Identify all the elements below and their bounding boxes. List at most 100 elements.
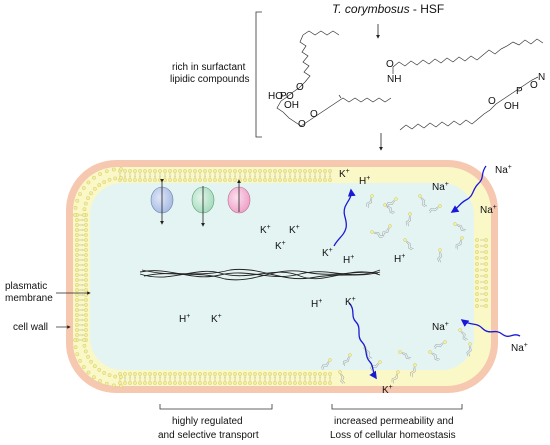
lipid-head — [323, 381, 327, 385]
lipid-head — [75, 288, 79, 292]
lipid-head — [484, 280, 488, 284]
lipid-head — [83, 349, 88, 354]
lipid-head — [475, 256, 479, 260]
displaced-lipid — [338, 370, 346, 384]
left-caption-line2: and selective transport — [158, 430, 259, 441]
lipid-head — [84, 233, 88, 237]
lipid-head — [75, 228, 79, 232]
lipid-head — [97, 183, 102, 187]
lipid-head — [84, 308, 88, 312]
disrupted-membrane-lipids — [321, 194, 472, 384]
lipid-head — [293, 169, 297, 173]
lipid-head — [75, 253, 79, 257]
lipid-head — [188, 372, 192, 376]
displaced-lipid — [405, 212, 412, 227]
lipid-head — [133, 169, 137, 173]
lipid-head — [98, 172, 103, 176]
lipid-head — [138, 381, 142, 385]
displaced-lipid — [385, 197, 398, 208]
lipid-head — [313, 178, 317, 182]
displaced-lipid — [366, 194, 374, 208]
lipid-head — [308, 381, 312, 385]
lipid-head — [123, 178, 127, 182]
lipid-head — [475, 244, 479, 248]
lipid-head — [168, 178, 172, 182]
lipid-head — [153, 178, 157, 182]
lipid-head — [283, 381, 287, 385]
lipid-head — [475, 238, 479, 242]
svg-text:O: O — [530, 80, 538, 91]
sodium-ion-label: Na+ — [480, 204, 497, 216]
lipid-head — [128, 381, 132, 385]
lipid-head — [278, 372, 282, 376]
lipid-head — [75, 313, 79, 317]
lipid-head — [484, 262, 488, 266]
lipid-head — [75, 283, 79, 287]
lipid-head — [183, 178, 187, 182]
lipid-head — [128, 372, 132, 376]
lipid-head — [208, 381, 212, 385]
lipid-head — [89, 359, 93, 364]
lipid-head — [263, 178, 267, 182]
lipid-head — [75, 352, 80, 357]
lipid-head — [158, 169, 162, 173]
lipid-head — [83, 201, 88, 206]
lipid-head — [283, 178, 287, 182]
lipid-head — [278, 178, 282, 182]
lipid-head — [203, 381, 207, 385]
lipid-head — [318, 178, 322, 182]
lipid-head — [243, 178, 247, 182]
rich-surfactant-label: rich in surfactant — [172, 62, 246, 73]
molecule-bracket — [255, 11, 262, 138]
lipid-head — [484, 274, 488, 278]
right-caption-line1: increased permeability and — [334, 416, 454, 427]
displaced-lipid — [433, 340, 447, 350]
lipid-head — [198, 381, 202, 385]
molecule-lysopc-atoms: O OH P O N — [488, 72, 545, 112]
lipid-head — [298, 178, 302, 182]
lipid-head — [183, 372, 187, 376]
lipid-head — [75, 248, 79, 252]
lipid-head — [328, 169, 332, 173]
lipid-head — [293, 178, 297, 182]
lipid-head — [123, 381, 127, 385]
left-caption-line1: highly regulated — [172, 416, 243, 427]
membrane-lipid-heads — [73, 167, 488, 388]
lipid-head — [238, 381, 242, 385]
lipid-head — [308, 178, 312, 182]
lipid-head — [303, 372, 307, 376]
lipid-head — [75, 303, 79, 307]
lipid-head — [203, 178, 207, 182]
lipid-head — [92, 364, 97, 369]
svg-text:NH: NH — [387, 74, 401, 85]
displaced-lipid — [321, 358, 332, 371]
lipid-head — [158, 372, 162, 376]
lipid-head — [84, 218, 88, 222]
lipid-head — [128, 169, 132, 173]
displaced-lipid — [342, 353, 352, 367]
lipid-head — [173, 381, 177, 385]
svg-text:O: O — [310, 109, 318, 120]
lipid-head — [198, 169, 202, 173]
lipid-head — [84, 223, 88, 227]
lipid-head — [78, 358, 82, 363]
lipid-head — [148, 178, 152, 182]
lipid-head — [75, 278, 79, 282]
lipid-head — [223, 169, 227, 173]
lipid-head — [238, 372, 242, 376]
lipid-head — [84, 328, 88, 332]
lipid-head — [263, 169, 267, 173]
molecule-phospholipid-atoms: HO P O OH O O O — [268, 82, 318, 130]
na-influx-arrow-top — [450, 165, 487, 213]
lipid-head — [178, 372, 182, 376]
lipid-head — [84, 243, 88, 247]
lipid-head — [313, 169, 317, 173]
lipid-head — [75, 223, 79, 227]
lipid-head — [113, 176, 118, 181]
ion-labels: K+H+K+K+K+K+H+H+H+K+H+K+K+Na+Na+Na+Na+Na… — [179, 164, 528, 396]
proton-ion-label: H+ — [179, 313, 190, 325]
svg-text:O: O — [296, 82, 304, 93]
lipid-head — [213, 372, 217, 376]
figure-title: T. corymbosus - HSF — [332, 2, 444, 16]
lipid-head — [253, 372, 257, 376]
